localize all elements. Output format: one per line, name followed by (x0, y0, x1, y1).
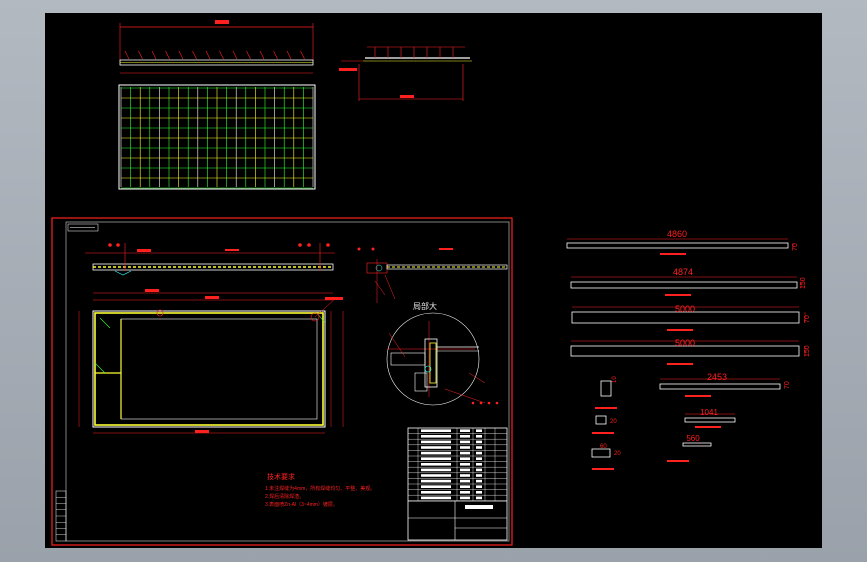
section-view-top (339, 46, 472, 101)
top-member-elevation (85, 243, 335, 276)
grid-plan-view (118, 84, 316, 190)
bar6-length: 1041 (700, 408, 718, 417)
small-dim-d: 20 (614, 451, 621, 457)
tech-notes-title: 技术要求 (267, 472, 295, 481)
bar1-length: 4860 (667, 229, 687, 239)
parts-list-table (407, 427, 508, 541)
bar3-length: 5000 (675, 304, 695, 314)
tech-note-1: 1.未注焊缝为4mm，所有焊缝均匀、平整、美观。 (265, 485, 375, 492)
frame-plan-view (78, 289, 344, 434)
side-dim-c: 70 (804, 315, 811, 323)
drawing-canvas[interactable]: 局部大 技术要求 1.未注焊缝为4mm，所有焊缝均匀、平整、美观。 2.焊后清除… (45, 13, 822, 548)
bar5-length: 2453 (707, 372, 727, 382)
cad-drawing: 局部大 技术要求 1.未注焊缝为4mm，所有焊缝均匀、平整、美观。 2.焊后清除… (51, 20, 811, 546)
bar-members: 4860 4874 5000 5000 2453 (566, 229, 811, 470)
side-dim-a: 70 (792, 243, 799, 251)
bar7-length: 560 (686, 434, 700, 443)
tech-note-2: 2.焊后清除焊渣。 (265, 493, 304, 500)
main-sheet (51, 217, 513, 546)
detail-title: 局部大 (413, 301, 437, 311)
top-elevation-view (119, 20, 314, 74)
bar2-length: 4874 (673, 267, 693, 277)
small-dim-b: 20 (610, 419, 617, 425)
side-dim-d: 150 (804, 345, 811, 357)
side-section-view (357, 247, 508, 303)
bar4-length: 5000 (675, 338, 695, 348)
detail-circle-view: 局部大 (386, 301, 499, 406)
small-dim-c: 60 (600, 444, 607, 450)
small-dim-a: 10 (612, 376, 618, 383)
side-dim-b: 150 (800, 277, 807, 289)
tech-note-3: 3.表面喷Zn-Al（3~4mm）镀层。 (265, 501, 338, 508)
side-dim-e: 70 (784, 381, 791, 389)
technical-notes: 技术要求 1.未注焊缝为4mm，所有焊缝均匀、平整、美观。 2.焊后清除焊渣。 … (265, 472, 375, 508)
